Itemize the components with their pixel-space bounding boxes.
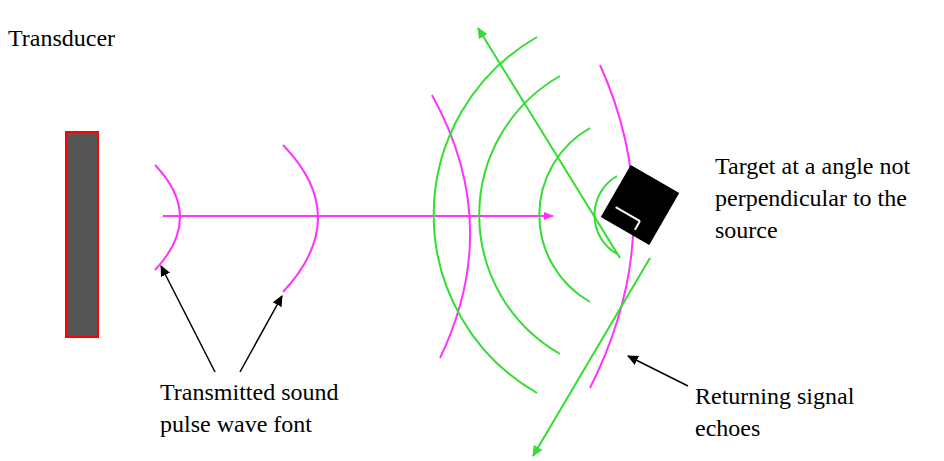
echo-wavefronts [434,37,617,393]
callout-label: Target at a angle not perpendicular to t… [715,150,920,246]
reflection-arrow [533,258,650,456]
callout-label: Transmitted sound pulse wave font [160,376,360,440]
callout-label: Returning signal echoes [695,380,885,444]
target-object [601,165,679,245]
leader-lines [161,266,688,386]
transmit-arrow [163,215,553,217]
transducer-block [66,132,98,337]
transmitted-wavefronts [155,65,634,388]
reflection-arrow [478,28,620,258]
component-label: Transducer [8,22,208,54]
